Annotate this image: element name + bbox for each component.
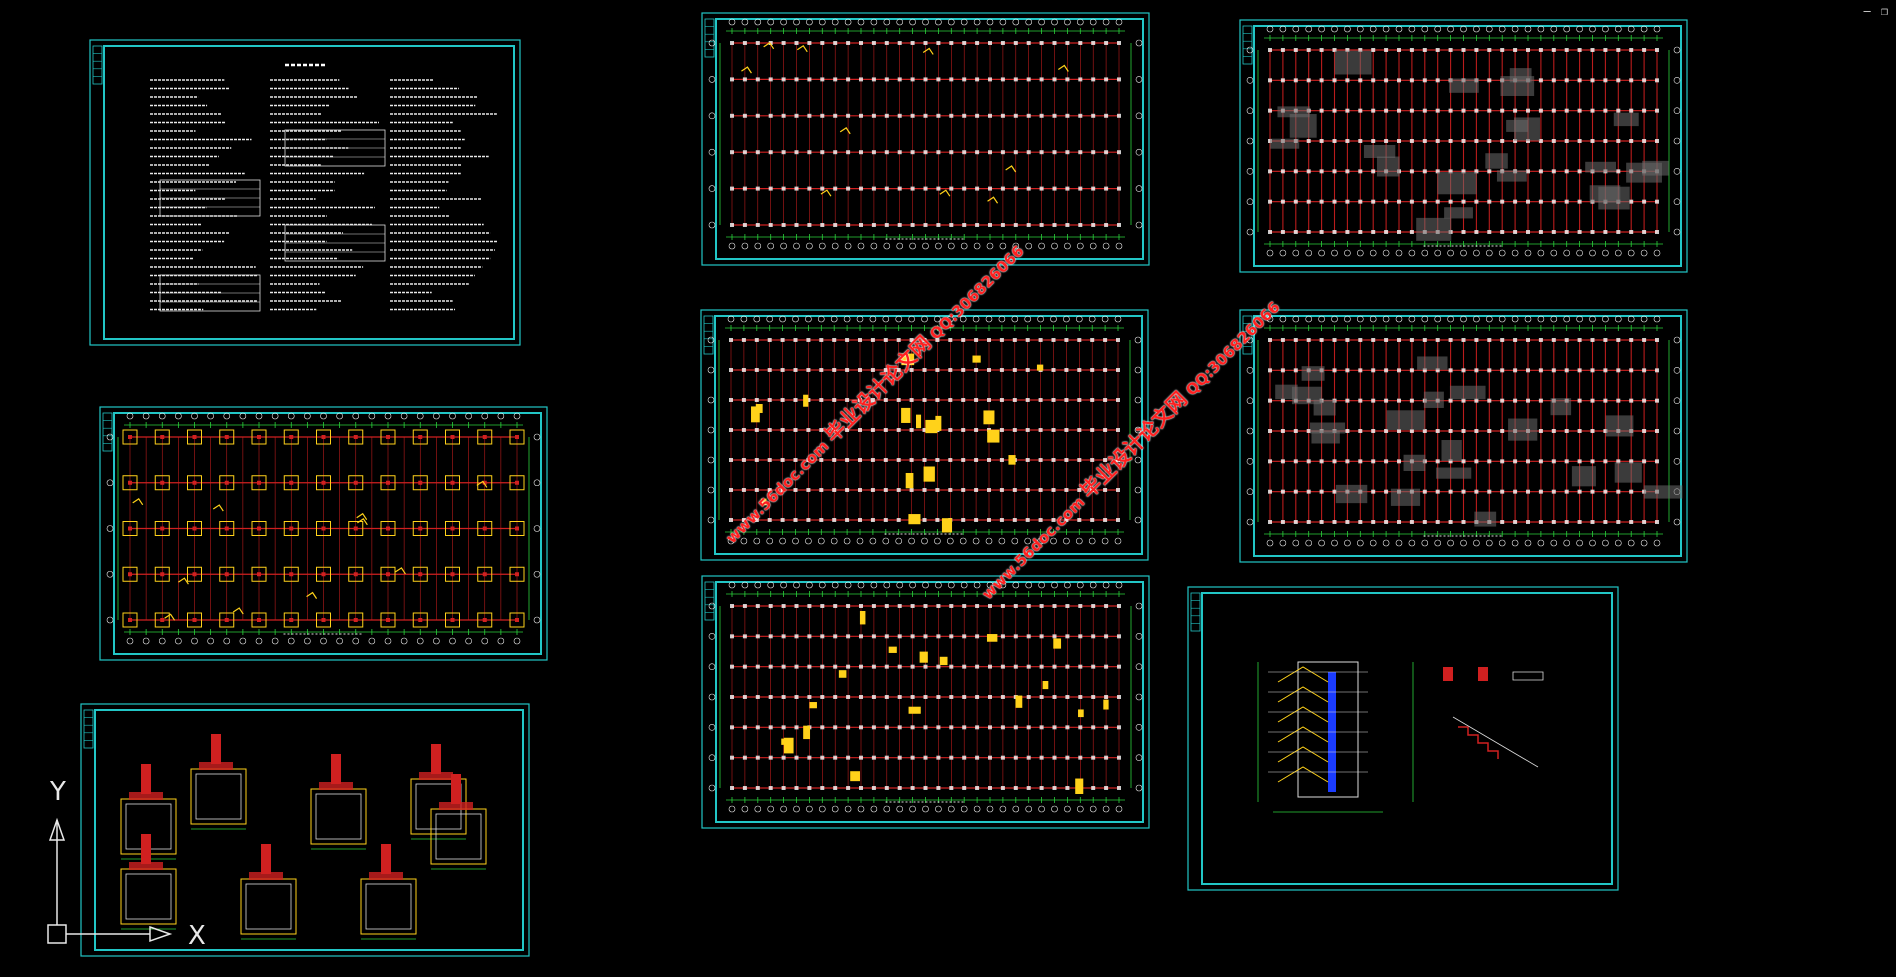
restore-icon[interactable]: ❐ [1880,4,1888,18]
sheet-foundation-plan[interactable] [99,406,548,661]
sheet-foundation-details[interactable] [80,703,530,957]
sheet-column-plan[interactable] [701,12,1150,266]
minimize-icon[interactable]: — [1863,4,1871,18]
sheet-design-notes[interactable] [89,39,521,346]
sheet-slab-plan-2[interactable] [1239,309,1688,563]
sheet-slab-plan-1[interactable] [1239,19,1688,273]
sheet-floor-framing-2[interactable] [701,575,1150,829]
sheet-stair-details[interactable] [1187,586,1619,891]
ucs-x-label: X [188,921,206,951]
ucs-icon [47,817,173,944]
window-controls: — ❐ [1864,4,1888,18]
ucs-y-label: Y [49,777,66,807]
sheet-floor-framing-1[interactable] [700,309,1149,561]
